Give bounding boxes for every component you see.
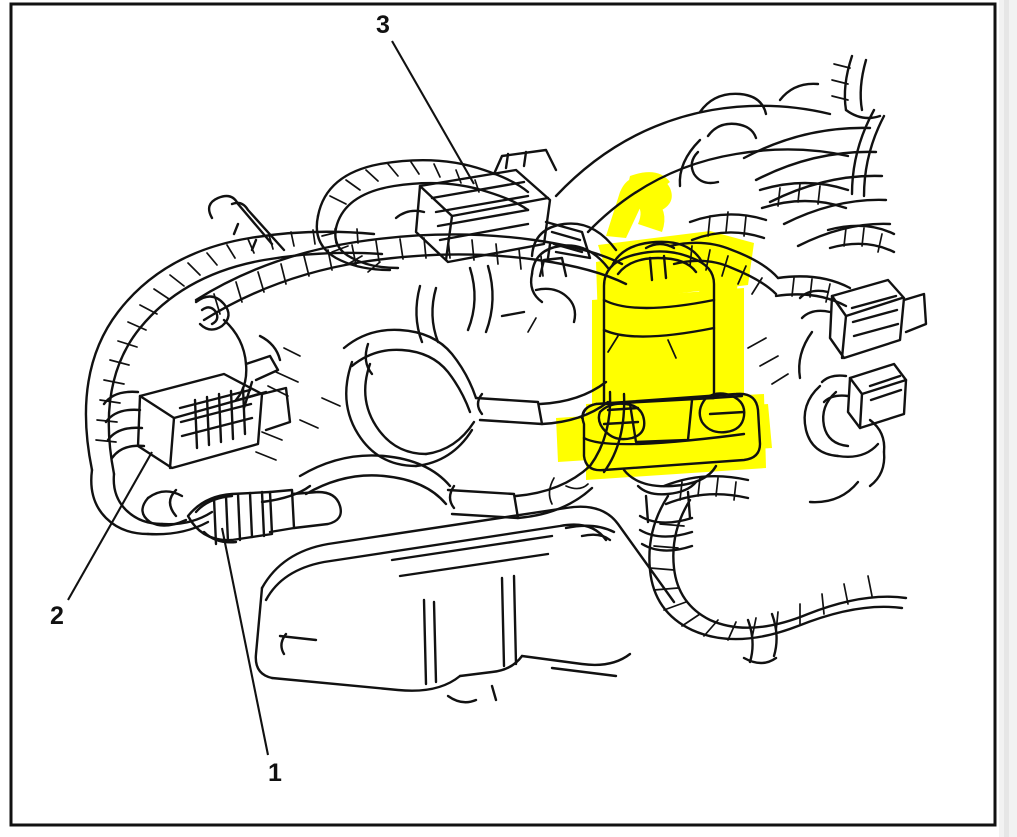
conduit-upper-loop — [315, 158, 530, 273]
callout-1-leader — [220, 527, 270, 756]
right-side-connectors — [798, 278, 928, 504]
center-fitting — [500, 242, 577, 324]
throttle-body-flange — [345, 360, 476, 468]
callout-3-leader — [391, 40, 475, 185]
vacuum-hoses — [168, 264, 626, 520]
callout-1-label: 1 — [268, 759, 282, 787]
intake-manifold — [554, 54, 892, 248]
egr-valve-assembly — [580, 240, 762, 552]
multi-pin-electrical-connector — [102, 372, 292, 470]
corrugated-wiring-conduit-loop — [84, 228, 384, 536]
tube-end-cap — [207, 194, 286, 252]
shading-strokes — [255, 317, 789, 505]
callout-2-label: 2 — [50, 602, 64, 630]
engine-block-oil-pan — [254, 505, 676, 704]
callout-3-label: 3 — [376, 11, 390, 39]
figure-border — [9, 2, 997, 827]
inline-harness-connector — [141, 488, 342, 546]
egr-vacuum-hoses — [529, 222, 852, 308]
right-misc-hoses — [688, 108, 896, 254]
flexible-corrugated-hose — [648, 494, 908, 665]
engine-line-art — [84, 54, 928, 704]
callout-2-leader — [67, 451, 153, 601]
callout-layer — [67, 40, 475, 756]
page-edge-shadow-inner — [1004, 0, 1009, 837]
corrugated-hose-upper-right — [662, 474, 750, 506]
mounting-bracket — [194, 295, 282, 410]
upper-electrical-connector — [394, 148, 592, 264]
